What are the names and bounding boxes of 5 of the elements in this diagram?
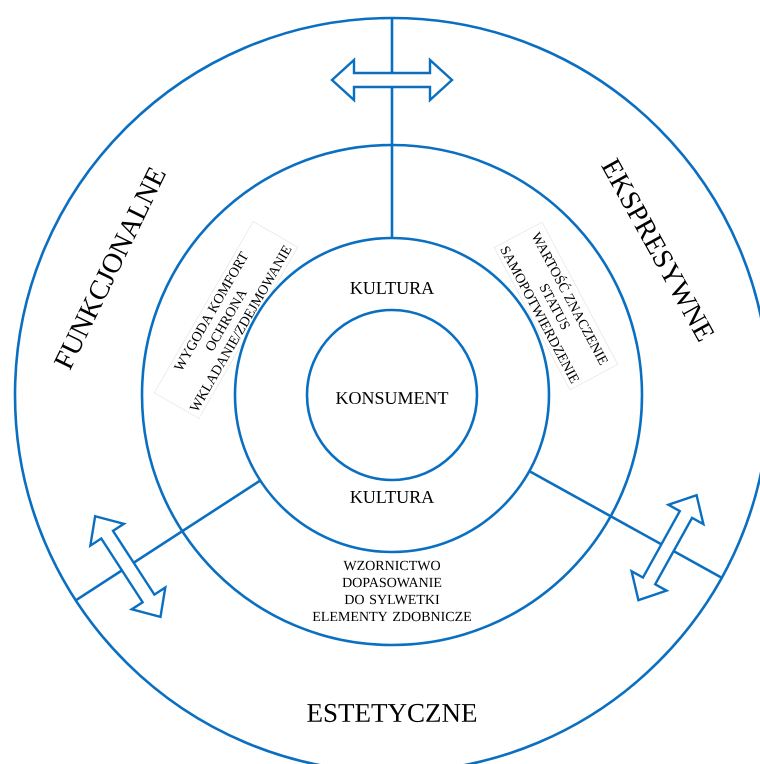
- center-label: KONSUMENT: [336, 392, 448, 404]
- ring-label: KULTURA: [350, 490, 434, 504]
- sector-label: ESTETYCZNE: [307, 704, 476, 722]
- ring-label: KULTURA: [350, 282, 434, 294]
- attribute-list: WZORNICTWO DOPASOWANIE DO SYLWETKI ELEMENTY ZDOBNICZE: [312, 560, 471, 622]
